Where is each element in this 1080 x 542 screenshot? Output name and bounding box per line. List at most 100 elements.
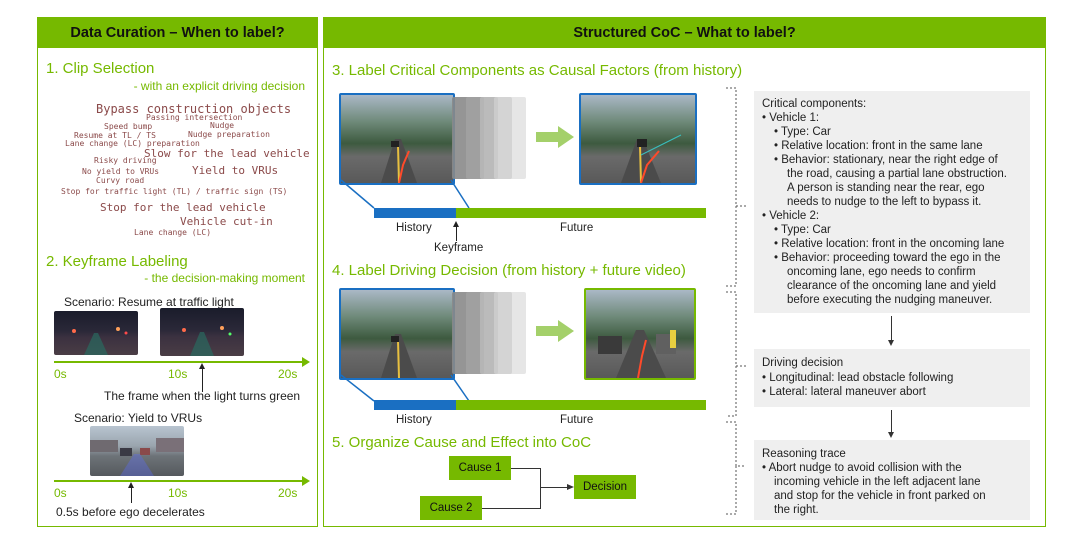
cloud-word: No yield to VRUs bbox=[82, 167, 160, 176]
history-bracket bbox=[340, 374, 470, 402]
critical-line: oncoming lane, ego needs to confirm bbox=[787, 266, 976, 278]
tick-label: 20s bbox=[278, 486, 298, 500]
keyframe-labeling-subtitle: - the decision-making moment bbox=[144, 271, 305, 285]
future-label: Future bbox=[560, 222, 594, 234]
history-label: History bbox=[396, 222, 432, 234]
critical-line: • Type: Car bbox=[774, 224, 831, 236]
critical-line: the road, causing a partial lane obstruc… bbox=[787, 168, 1007, 180]
keyframe-marker-arrow bbox=[202, 366, 203, 392]
cloud-word: Resume at TL / TS bbox=[74, 131, 156, 140]
future-bar bbox=[456, 208, 706, 218]
connector-arrowhead bbox=[567, 484, 574, 490]
flow-arrowhead bbox=[888, 432, 894, 438]
future-frame bbox=[584, 288, 696, 380]
connector bbox=[482, 508, 541, 509]
critical-line: A person is standing near the rear, ego bbox=[787, 182, 985, 194]
critical-line: • Behavior: stationary, near the right e… bbox=[774, 154, 998, 166]
forward-arrow-icon bbox=[536, 320, 574, 342]
cloud-word: Speed bump bbox=[104, 122, 153, 131]
data-curation-header: Data Curation – When to label? bbox=[38, 18, 317, 48]
frame-stack-4 bbox=[494, 292, 526, 374]
future-bar bbox=[456, 400, 706, 410]
decision-box: Decision bbox=[574, 475, 636, 499]
cloud-word: Vehicle cut-in bbox=[180, 215, 273, 228]
keyframe-marker-arrowhead bbox=[199, 363, 205, 369]
critical-title: Critical components: bbox=[762, 98, 867, 110]
keyframe-pointer-head bbox=[453, 221, 459, 227]
cloud-word: Nudge bbox=[210, 121, 235, 130]
timeline-axis bbox=[54, 480, 306, 482]
timeline-arrowhead bbox=[302, 357, 310, 367]
critical-line: • Relative location: front in the oncomi… bbox=[774, 238, 1005, 250]
keyframe-frame bbox=[579, 93, 697, 185]
history-frame-4 bbox=[339, 288, 455, 380]
keyframe-marker-arrow bbox=[131, 485, 132, 503]
timeline-axis bbox=[54, 361, 306, 363]
clip-selection-title: 1. Clip Selection bbox=[46, 60, 155, 77]
clip-selection-subtitle: - with an explicit driving decision bbox=[133, 79, 305, 93]
cloud-word: Nudge preparation bbox=[188, 130, 270, 139]
connector bbox=[540, 487, 568, 488]
flow-arrow bbox=[891, 316, 892, 342]
night-frame-thumbnail bbox=[54, 311, 138, 355]
keyframe-caption-1: The frame when the light turns green bbox=[104, 389, 301, 403]
critical-line: clearance of the oncoming lane and yield bbox=[787, 280, 997, 292]
cause-1-box: Cause 1 bbox=[449, 456, 511, 480]
critical-line: • Vehicle 2: bbox=[762, 210, 820, 222]
reasoning-title: Reasoning trace bbox=[762, 448, 846, 460]
cloud-word: Passing intersection bbox=[146, 113, 243, 122]
keyframe-labeling-title: 2. Keyframe Labeling bbox=[46, 253, 188, 270]
flow-arrow bbox=[891, 410, 892, 434]
cloud-word: Slow for the lead vehicle bbox=[144, 147, 310, 160]
critical-line: • Type: Car bbox=[774, 126, 831, 138]
forward-arrow-icon bbox=[536, 126, 574, 148]
keyframe-label: Keyframe bbox=[434, 242, 484, 254]
cloud-word: Stop for the lead vehicle bbox=[100, 201, 266, 214]
tick-label: 10s bbox=[168, 486, 188, 500]
reasoning-trace-box: Reasoning trace • Abort nudge to avoid c… bbox=[754, 440, 1030, 520]
tick-label: 0s bbox=[54, 486, 67, 500]
cloud-word: Risky driving bbox=[94, 156, 157, 165]
cloud-word: Yield to VRUs bbox=[192, 164, 279, 177]
structured-coc-header: Structured CoC – What to label? bbox=[324, 18, 1045, 48]
reasoning-line: the right. bbox=[774, 504, 819, 516]
flow-arrowhead bbox=[888, 340, 894, 346]
critical-line: before executing the nudging maneuver. bbox=[787, 294, 993, 306]
history-bracket bbox=[340, 179, 470, 209]
history-bar bbox=[374, 208, 456, 218]
reasoning-line: and stop for the vehicle in front parked… bbox=[774, 490, 986, 502]
section-3-title: 3. Label Critical Components as Causal F… bbox=[332, 62, 743, 79]
scenario-resume-label: Scenario: Resume at traffic light bbox=[64, 295, 234, 309]
critical-line: • Vehicle 1: bbox=[762, 112, 820, 124]
frame-stack-4 bbox=[494, 97, 526, 179]
driving-decision-box: Driving decision • Longitudinal: lead ob… bbox=[754, 349, 1030, 407]
keyframe-caption-2: 0.5s before ego decelerates bbox=[56, 505, 205, 519]
data-curation-panel: Data Curation – When to label? 1. Clip S… bbox=[37, 17, 318, 527]
tick-label: 20s bbox=[278, 367, 298, 381]
reasoning-line: • Abort nudge to avoid collision with th… bbox=[762, 462, 962, 474]
tick-label: 0s bbox=[54, 367, 67, 381]
section-5-title: 5. Organize Cause and Effect into CoC bbox=[332, 434, 592, 451]
night-keyframe-thumbnail bbox=[160, 308, 244, 356]
structured-coc-panel: Structured CoC – What to label? 3. Label… bbox=[323, 17, 1046, 527]
tick-label: 10s bbox=[168, 367, 188, 381]
history-bar bbox=[374, 400, 456, 410]
critical-components-box: Critical components: • Vehicle 1: • Type… bbox=[754, 91, 1030, 313]
reasoning-line: incoming vehicle in the left adjacent la… bbox=[774, 476, 981, 488]
critical-line: needs to nudge to the left to bypass it. bbox=[787, 196, 982, 208]
day-keyframe-thumbnail bbox=[90, 426, 184, 476]
history-frame bbox=[339, 93, 455, 185]
critical-line: • Relative location: front in the same l… bbox=[774, 140, 983, 152]
cloud-word: Lane change (LC) bbox=[134, 228, 212, 237]
keyframe-pointer bbox=[456, 225, 457, 241]
future-label: Future bbox=[560, 414, 594, 426]
connector bbox=[511, 468, 541, 469]
cloud-word: Curvy road bbox=[96, 176, 145, 185]
cause-2-box: Cause 2 bbox=[420, 496, 482, 520]
history-label: History bbox=[396, 414, 432, 426]
timeline-arrowhead bbox=[302, 476, 310, 486]
scenario-yield-label: Scenario: Yield to VRUs bbox=[74, 411, 203, 425]
driving-line: • Longitudinal: lead obstacle following bbox=[762, 372, 954, 384]
keyframe-marker-arrowhead bbox=[128, 482, 134, 488]
cloud-word: Lane change (LC) preparation bbox=[65, 139, 200, 148]
